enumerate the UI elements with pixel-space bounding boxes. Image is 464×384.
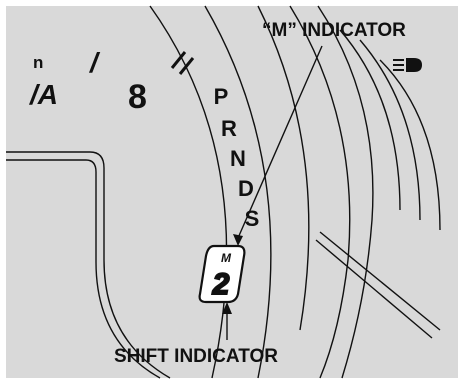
gauge-number: 8 — [128, 78, 147, 116]
dial-outline — [6, 151, 171, 379]
gear-letter-s: S — [245, 206, 260, 231]
gauge-arcs — [149, 5, 441, 379]
m-indicator-callout: “M” INDICATOR — [233, 20, 406, 246]
shift-indicator-label: SHIFT INDICATOR — [114, 346, 278, 367]
needle — [315, 231, 441, 339]
shift-indicator-mode: M — [221, 251, 232, 265]
headlight-icon — [393, 58, 422, 72]
gauge-partial-slash: / — [88, 47, 101, 78]
gear-letter-d: D — [238, 176, 254, 201]
shift-indicator-display: M 2 — [198, 244, 246, 304]
gear-letter-n: N — [230, 146, 246, 171]
gear-letter-r: R — [221, 116, 237, 141]
gauge-partial-label: /A — [28, 79, 58, 110]
gauge-ticks — [170, 51, 195, 75]
gauge-partial-text: n — [33, 53, 43, 72]
background-panel — [6, 6, 458, 378]
m-indicator-label: “M” INDICATOR — [262, 20, 406, 41]
shift-indicator-callout: SHIFT INDICATOR — [114, 302, 278, 367]
shift-indicator-gear: 2 — [212, 268, 230, 301]
gear-letter-p: P — [214, 84, 229, 109]
